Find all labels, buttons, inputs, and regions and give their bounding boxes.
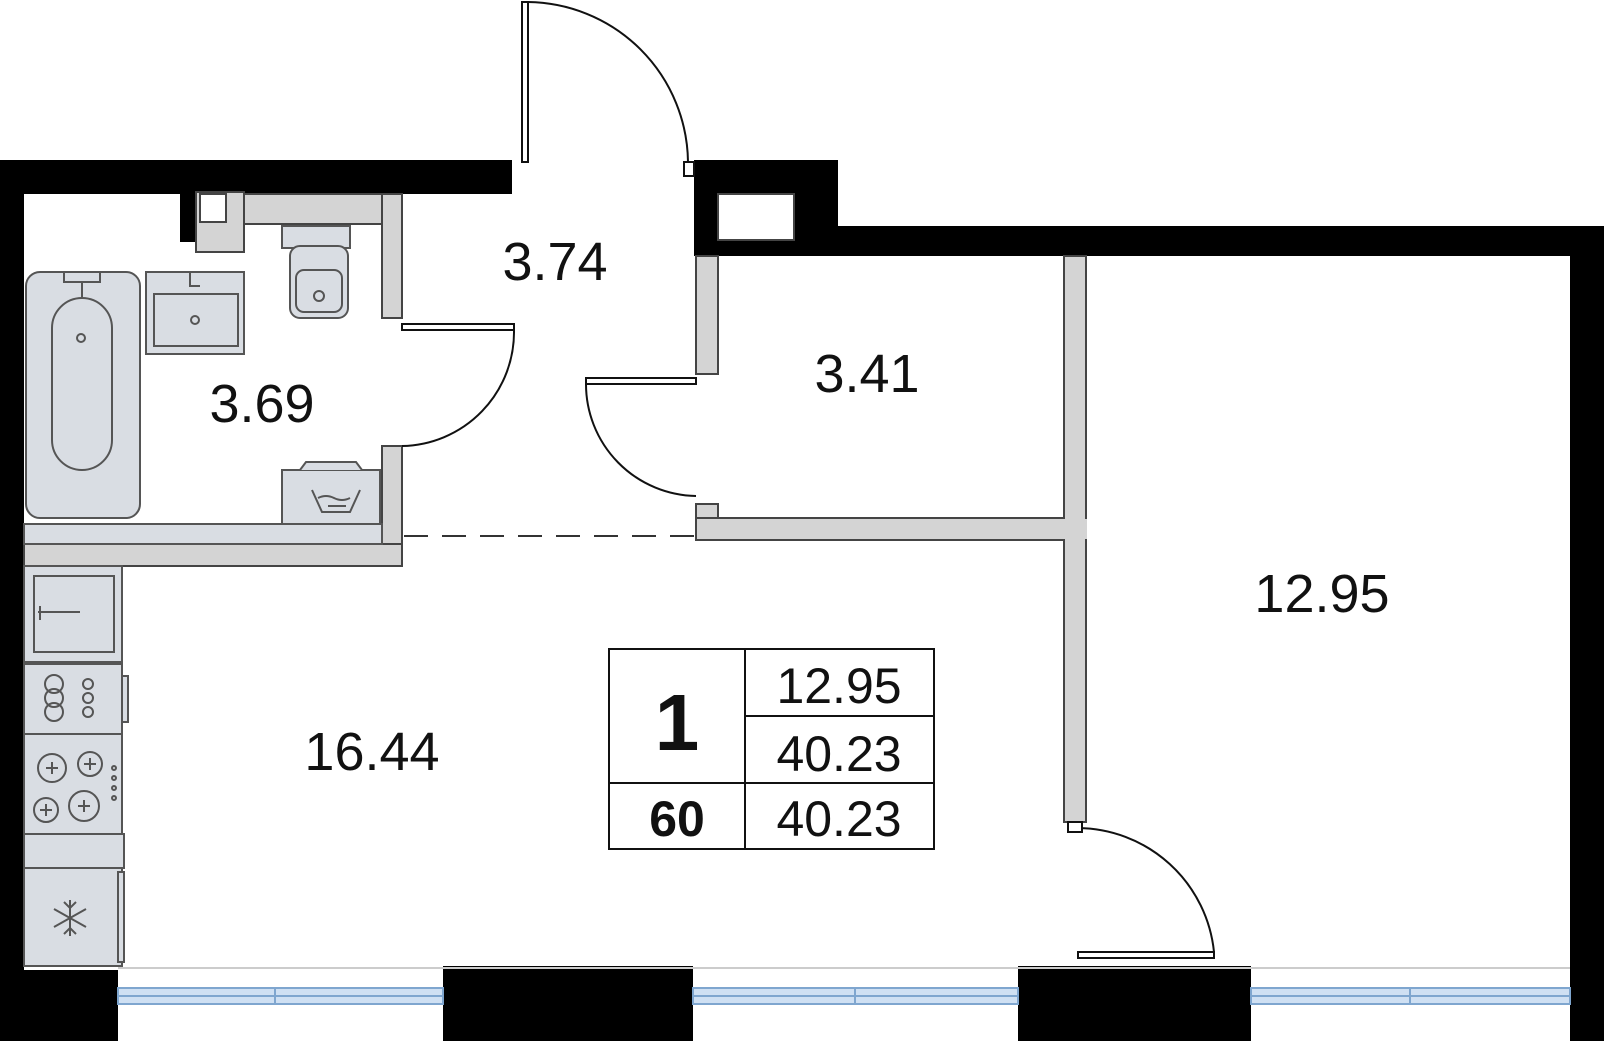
partition-joint [1063, 519, 1087, 539]
dishwasher-handle [121, 675, 129, 723]
dishwasher-symbol [44, 674, 94, 722]
fridge-snowflake-icon [53, 900, 87, 936]
pier-bottom-2 [1018, 966, 1251, 1041]
pier-bottom-1 [443, 966, 693, 1041]
storage-door-arc [585, 383, 697, 497]
dishwasher [23, 663, 123, 735]
partition-bath-bottom [23, 543, 403, 567]
living-kitchen-area-label: 16.44 [304, 722, 439, 782]
bathroom-door-leaf [401, 323, 515, 331]
sink-faucet [189, 272, 200, 287]
sink-drain [190, 315, 200, 325]
partition-storage-left-upper [695, 255, 719, 375]
entrance-door-leaf [521, 1, 529, 163]
washing-machine-symbol [311, 489, 361, 513]
partition-storage-bottom [695, 517, 1085, 541]
entrance-door-arc [527, 1, 689, 163]
living-area-value: 12.95 [776, 658, 901, 714]
summary-table-frame [608, 648, 935, 850]
storage-door-leaf [585, 377, 697, 385]
bedroom-area-label: 12.95 [1254, 564, 1389, 624]
kitchen-sink [33, 575, 115, 653]
wall-top-right [694, 226, 1604, 256]
shaft-wall [180, 190, 196, 242]
sink-basin [153, 293, 239, 347]
kitchen-tap [38, 606, 80, 620]
rooms-count: 1 [655, 678, 700, 767]
bedroom-door-leaf [1077, 951, 1215, 959]
window-frames [118, 988, 1570, 1004]
outer-walls [0, 160, 1604, 1041]
mid-column-inner [717, 193, 795, 241]
washing-machine-lid [299, 461, 363, 471]
bathroom-fixtures [23, 225, 383, 545]
summary-table: 1 12.95 40.23 60 40.23 [608, 648, 935, 850]
toilet-tank [281, 225, 351, 249]
wall-left [0, 160, 24, 1040]
wall-top-left [0, 160, 512, 194]
bathroom-area-label: 3.69 [209, 374, 314, 434]
total-area-value-2: 40.23 [776, 791, 901, 847]
total-area-value: 40.23 [776, 726, 901, 782]
entrance-door-frame-right [683, 161, 695, 177]
toilet-drain [313, 290, 325, 302]
partition-bath-top [243, 193, 385, 225]
hall-area-label: 3.74 [502, 232, 607, 292]
bath-floor-strip [23, 523, 383, 545]
storage-area-label: 3.41 [814, 344, 919, 404]
bathtub-inner [51, 297, 113, 471]
partition-bath-right-upper [381, 193, 403, 319]
flat-number: 60 [649, 791, 705, 847]
bathtub-drain [76, 333, 86, 343]
shaft-inner [199, 193, 227, 223]
bathroom-door-arc [401, 329, 516, 447]
bedroom-door-arc [1077, 827, 1215, 953]
bedroom-door-frame [1067, 821, 1083, 833]
doors [401, 1, 1215, 959]
fridge-door [117, 871, 125, 963]
hob-burners [33, 751, 117, 823]
wall-right [1570, 226, 1604, 1041]
wall-bottom-left [0, 970, 118, 1041]
bath-faucet [63, 272, 101, 298]
kitchen-counter-bottom [23, 833, 125, 869]
